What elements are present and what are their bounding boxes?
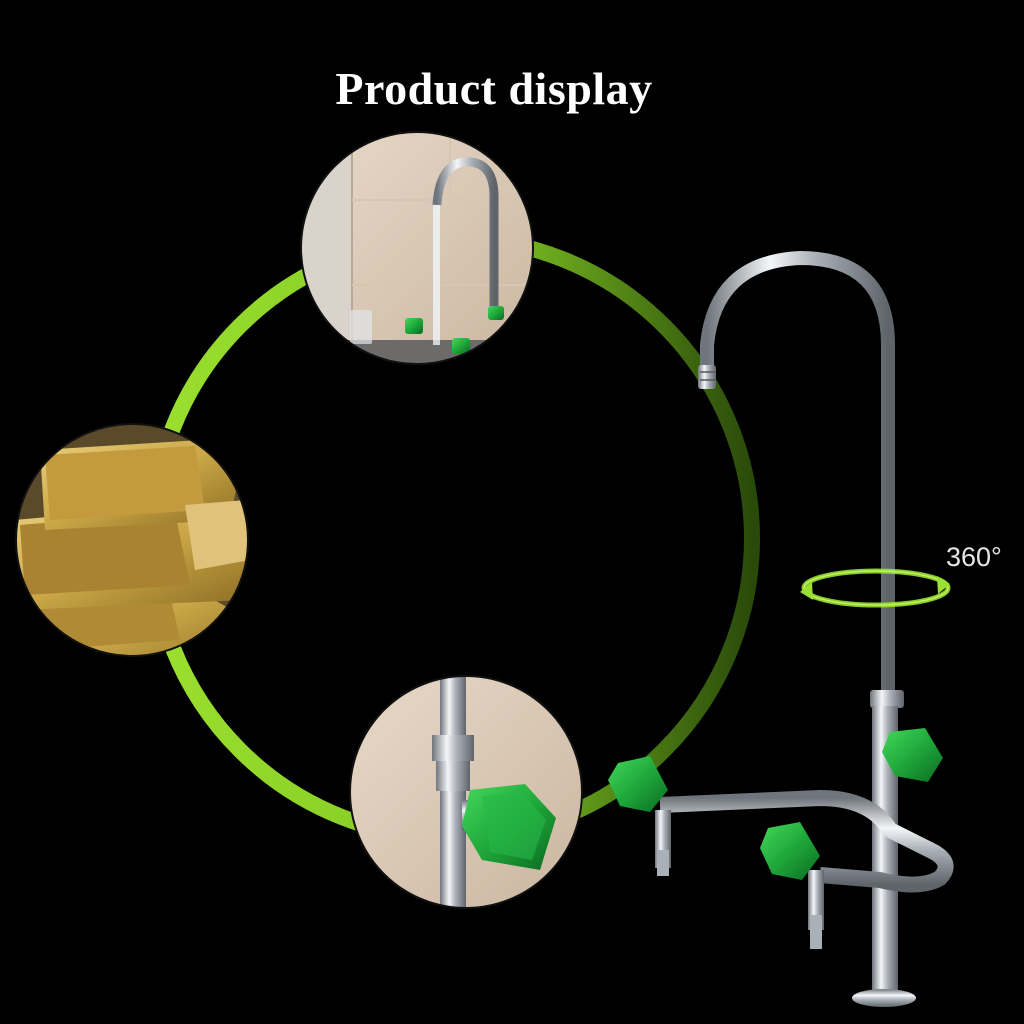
- main-faucet: [608, 250, 954, 1007]
- faucet-closeup-image: [301, 132, 533, 364]
- rotation-arrow-icon: [800, 568, 951, 608]
- valve-handle-bottom: [760, 822, 820, 880]
- brass-ingots-image: [16, 424, 248, 656]
- valve-handle-left: [608, 756, 668, 812]
- valve-handle-right: [882, 728, 943, 782]
- valve-closeup-image: [350, 676, 582, 908]
- rotation-label: 360°: [946, 542, 1002, 572]
- page-title: Product display: [335, 63, 653, 114]
